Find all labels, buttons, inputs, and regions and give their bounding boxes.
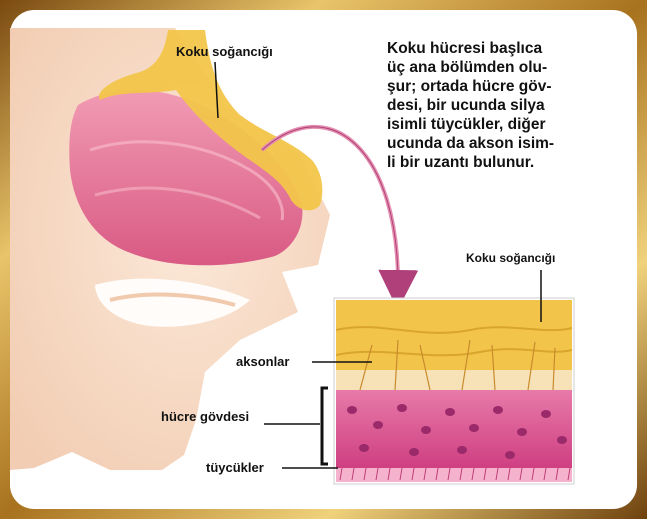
description-line: ucunda da akson isim- xyxy=(387,134,627,153)
description-text: Koku hücresi başlıca üç ana bölümden olu… xyxy=(387,39,627,172)
cell-layer xyxy=(336,390,572,468)
description-line: desi, bir ucunda silya xyxy=(387,96,627,115)
label-axons: aksonlar xyxy=(236,354,289,369)
magnified-epithelium xyxy=(334,298,574,484)
axon-layer xyxy=(336,370,572,390)
label-olfactory-bulb-top: Koku soğancığı xyxy=(176,44,273,59)
label-olfactory-bulb-right: Koku soğancığı xyxy=(466,251,555,265)
label-cilia: tüycükler xyxy=(206,460,264,475)
label-cell-body: hücre gövdesi xyxy=(161,409,249,424)
description-line: li bir uzantı bulunur. xyxy=(387,153,627,172)
description-line: Koku hücresi başlıca xyxy=(387,39,627,58)
bulb-layer xyxy=(336,300,572,370)
description-line: isimli tüycükler, diğer xyxy=(387,115,627,134)
description-line: üç ana bölümden olu- xyxy=(387,58,627,77)
description-line: şur; ortada hücre göv- xyxy=(387,77,627,96)
cilia-layer xyxy=(336,468,572,482)
